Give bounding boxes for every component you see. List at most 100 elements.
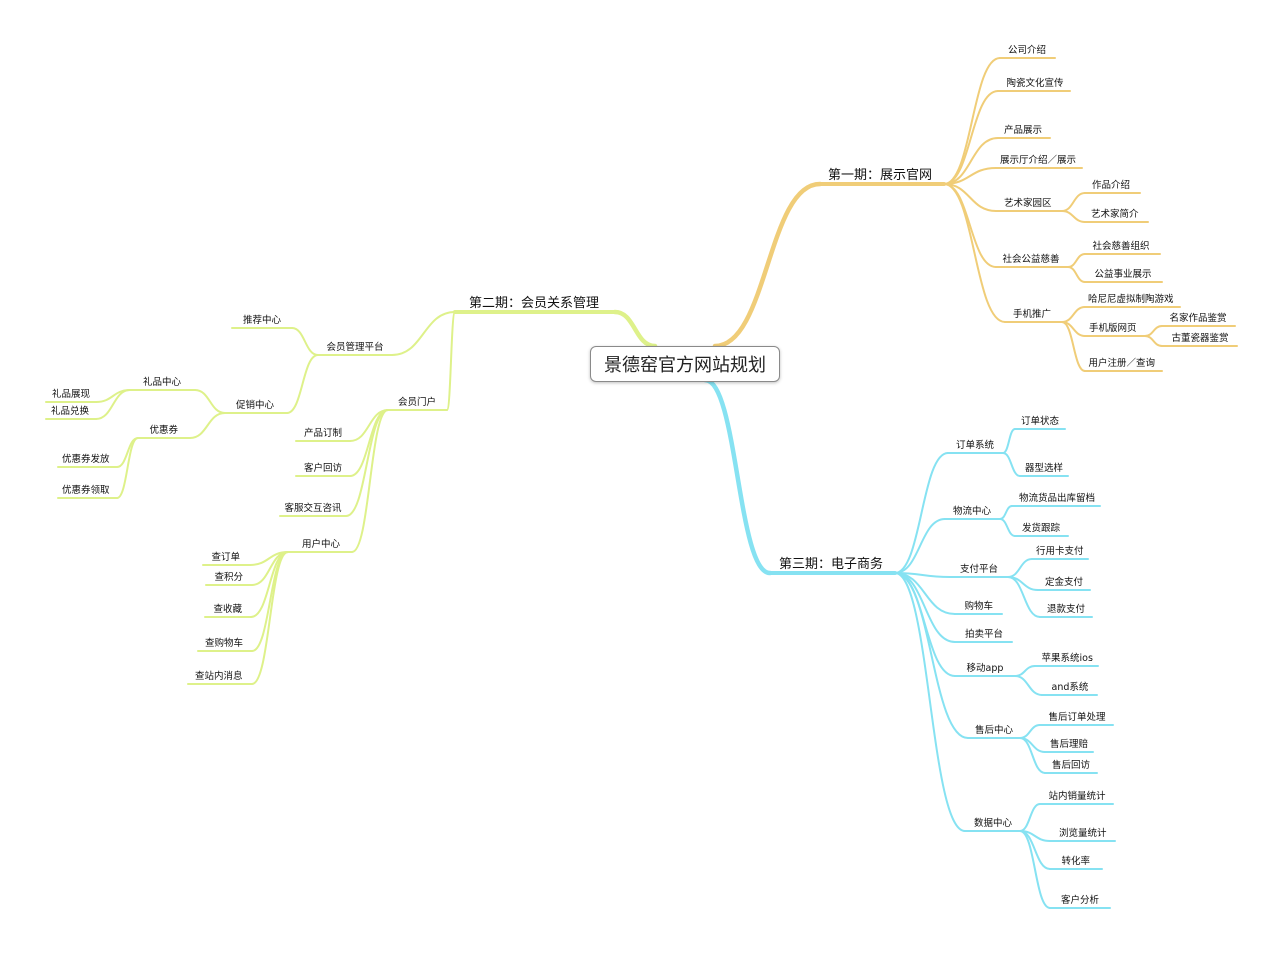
node-mobile[interactable]: 手机推广 bbox=[1013, 309, 1052, 320]
node-android[interactable]: and系统 bbox=[1051, 682, 1089, 693]
connector-line bbox=[943, 167, 997, 185]
connector-line bbox=[943, 90, 999, 185]
connector-line bbox=[894, 452, 949, 574]
node-custom[interactable]: 产品订制 bbox=[304, 428, 343, 439]
node-mobile-web[interactable]: 手机版网页 bbox=[1089, 323, 1137, 334]
node-works[interactable]: 作品介绍 bbox=[1092, 180, 1131, 191]
node-register[interactable]: 用户注册／查询 bbox=[1088, 358, 1156, 369]
connector-line bbox=[1061, 192, 1086, 212]
connector-line bbox=[1014, 675, 1043, 696]
node-claims[interactable]: 售后理赔 bbox=[1050, 739, 1089, 750]
node-antique[interactable]: 古董瓷器鉴赏 bbox=[1171, 333, 1229, 344]
connector-line bbox=[189, 412, 226, 439]
node-customer-analysis[interactable]: 客户分析 bbox=[1061, 895, 1100, 906]
connector-line bbox=[251, 551, 289, 685]
connector-line bbox=[894, 572, 969, 739]
connector-line bbox=[1019, 830, 1051, 909]
node-logistics[interactable]: 物流中心 bbox=[953, 506, 992, 517]
connector-line bbox=[1002, 428, 1016, 454]
node-charity-show[interactable]: 公益事业展示 bbox=[1094, 269, 1152, 280]
node-auction[interactable]: 拍卖平台 bbox=[965, 629, 1004, 640]
node-refund-pay[interactable]: 退款支付 bbox=[1047, 604, 1086, 615]
node-data-center[interactable]: 数据中心 bbox=[974, 818, 1013, 829]
node-deposit-pay[interactable]: 定金支付 bbox=[1045, 577, 1084, 588]
connector-line bbox=[1067, 253, 1086, 268]
node-charity-org[interactable]: 社会慈善组织 bbox=[1092, 241, 1150, 252]
node-card-pay[interactable]: 行用卡支付 bbox=[1036, 546, 1084, 557]
connector-line bbox=[391, 311, 456, 356]
connector-line bbox=[194, 389, 226, 414]
node-products[interactable]: 产品展示 bbox=[1004, 125, 1043, 136]
node-user-center[interactable]: 用户中心 bbox=[302, 539, 341, 550]
node-culture[interactable]: 陶瓷文化宣传 bbox=[1006, 78, 1064, 89]
node-app[interactable]: 移动app bbox=[966, 663, 1004, 674]
node-payment[interactable]: 支付平台 bbox=[960, 564, 999, 575]
connector-line bbox=[894, 572, 966, 832]
connector-line bbox=[1007, 576, 1041, 618]
connector-line bbox=[943, 183, 1006, 323]
node-revisit[interactable]: 客户回访 bbox=[304, 463, 343, 474]
root-label: 景德窑官方网站规划 bbox=[604, 355, 766, 376]
node-promo[interactable]: 促销中心 bbox=[236, 400, 275, 411]
node-stock-records[interactable]: 物流货品出库留档 bbox=[1019, 493, 1096, 504]
connector-line bbox=[999, 518, 1016, 537]
node-coupon-claim[interactable]: 优惠券领取 bbox=[62, 485, 110, 496]
node-q-msg[interactable]: 查站内消息 bbox=[195, 671, 243, 682]
node-artist-zone[interactable]: 艺术家园区 bbox=[1004, 198, 1052, 209]
node-cart[interactable]: 购物车 bbox=[964, 601, 994, 612]
node-after-visit[interactable]: 售后回访 bbox=[1052, 760, 1091, 771]
node-company[interactable]: 公司介绍 bbox=[1008, 45, 1047, 56]
node-coupon[interactable]: 优惠券 bbox=[149, 425, 179, 436]
node-member-mgmt[interactable]: 会员管理平台 bbox=[326, 342, 384, 353]
connector-line bbox=[712, 181, 823, 349]
node-q-points[interactable]: 查积分 bbox=[214, 572, 244, 583]
node-q-order[interactable]: 查订单 bbox=[211, 552, 241, 563]
node-hall[interactable]: 展示厅介绍／展示 bbox=[1000, 155, 1077, 166]
connector-line bbox=[1014, 665, 1036, 677]
root-node[interactable]: 景德窑官方网站规划 bbox=[590, 346, 780, 382]
connector-line bbox=[286, 354, 319, 414]
connector-line bbox=[351, 409, 389, 553]
node-gift-show[interactable]: 礼品展现 bbox=[52, 389, 91, 400]
node-game[interactable]: 哈尼尼虚拟制陶游戏 bbox=[1088, 294, 1174, 305]
node-charity[interactable]: 社会公益慈善 bbox=[1002, 254, 1060, 265]
connector-line bbox=[349, 409, 389, 477]
node-after-order[interactable]: 售后订单处理 bbox=[1048, 712, 1106, 723]
connector-line bbox=[999, 505, 1013, 520]
connector-line bbox=[702, 377, 773, 576]
connector-line bbox=[1019, 737, 1046, 774]
node-artist-bio[interactable]: 艺术家简介 bbox=[1091, 209, 1139, 220]
node-q-cart[interactable]: 查购物车 bbox=[205, 638, 244, 649]
node-portal[interactable]: 会员门户 bbox=[398, 397, 437, 408]
phase2-title[interactable]: 第二期：会员关系管理 bbox=[469, 296, 600, 311]
node-sales-stats[interactable]: 站内销量统计 bbox=[1048, 791, 1106, 802]
connector-line bbox=[943, 57, 1001, 185]
node-q-fav[interactable]: 查收藏 bbox=[213, 604, 243, 615]
node-ios[interactable]: 苹果系统ios bbox=[1041, 653, 1093, 664]
phase3-title[interactable]: 第三期：电子商务 bbox=[779, 557, 884, 572]
node-model-select[interactable]: 器型选样 bbox=[1025, 463, 1064, 474]
connector-line bbox=[612, 309, 658, 349]
connector-line bbox=[1002, 452, 1021, 477]
node-gift-exchange[interactable]: 礼品兑换 bbox=[51, 406, 90, 417]
connector-line bbox=[1144, 325, 1163, 337]
connector-line bbox=[1067, 266, 1086, 283]
phase1-title[interactable]: 第一期：展示官网 bbox=[828, 168, 933, 183]
node-tracking[interactable]: 发货跟踪 bbox=[1022, 523, 1061, 534]
node-service[interactable]: 客服交互咨讯 bbox=[284, 503, 342, 514]
node-after-sale[interactable]: 售后中心 bbox=[975, 725, 1014, 736]
node-conversion[interactable]: 转化率 bbox=[1061, 856, 1091, 867]
node-traffic-stats[interactable]: 浏览量统计 bbox=[1059, 828, 1107, 839]
connector-line bbox=[116, 437, 139, 499]
connector-line bbox=[1144, 335, 1163, 347]
node-order-status[interactable]: 订单状态 bbox=[1021, 416, 1060, 427]
node-order-sys[interactable]: 订单系统 bbox=[956, 440, 995, 451]
node-gift-center[interactable]: 礼品中心 bbox=[143, 377, 182, 388]
node-recommend[interactable]: 推荐中心 bbox=[243, 315, 282, 326]
connector-line bbox=[1061, 210, 1086, 223]
node-master-works[interactable]: 名家作品鉴赏 bbox=[1169, 313, 1227, 324]
node-coupon-issue[interactable]: 优惠券发放 bbox=[62, 454, 110, 465]
connector-line bbox=[943, 137, 999, 185]
